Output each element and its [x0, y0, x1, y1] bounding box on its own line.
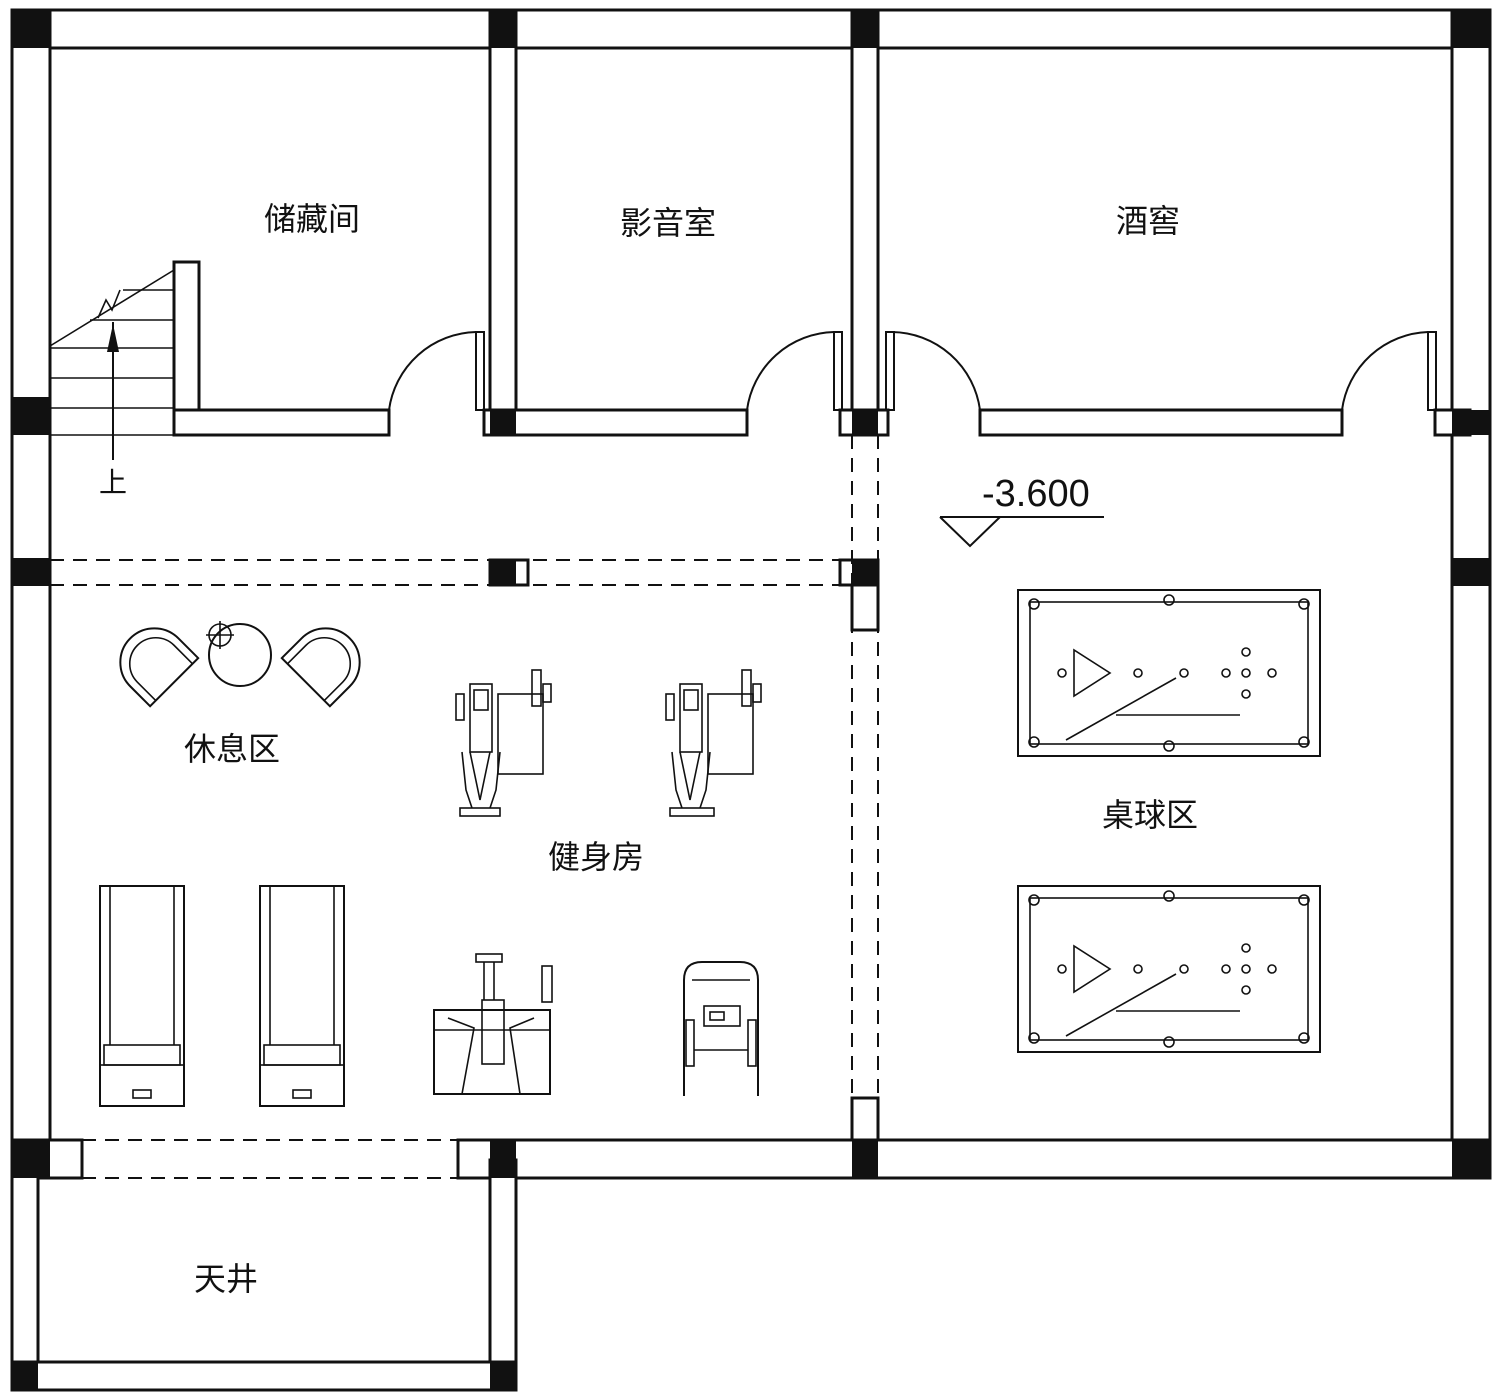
room-label-gym: 健身房 — [548, 838, 644, 876]
lounge-furniture — [119, 621, 361, 708]
beam-lines — [50, 435, 879, 1179]
structural-columns — [12, 10, 1490, 1390]
weight-machine-icon — [665, 669, 762, 817]
storage-door — [388, 331, 485, 411]
armchair-left-icon — [119, 627, 200, 708]
room-label-billiards: 桌球区 — [1102, 796, 1198, 834]
gym-equipment — [99, 669, 762, 1107]
stair-up-arrow-icon — [107, 324, 119, 352]
elevation-value: -3.600 — [982, 473, 1090, 515]
room-label-light-well: 天井 — [194, 1260, 258, 1298]
room-labels: 储藏间 影音室 酒窖 休息区 健身房 桌球区 天井 — [184, 200, 1198, 1298]
room-label-lounge: 休息区 — [184, 730, 280, 768]
armchair-right-icon — [280, 627, 361, 708]
weight-machine-icon — [455, 669, 552, 817]
room-label-storage: 储藏间 — [264, 200, 360, 238]
cellar-door-right — [1341, 331, 1437, 411]
room-label-wine-cellar: 酒窖 — [1116, 202, 1180, 240]
theater-door — [746, 331, 843, 411]
stair: 上 — [49, 269, 175, 499]
side-table-icon — [206, 621, 272, 687]
pool-table-icon — [1017, 589, 1321, 757]
exercise-bike-icon — [683, 961, 759, 1096]
billiard-tables — [1017, 589, 1321, 1053]
elevation-mark: -3.600 — [939, 473, 1104, 548]
treadmill-icon — [99, 885, 185, 1107]
room-label-theater: 影音室 — [620, 204, 716, 242]
treadmill-icon — [259, 885, 345, 1107]
cellar-door-left — [885, 331, 981, 411]
pool-table-icon — [1017, 885, 1321, 1053]
doors — [388, 331, 1437, 411]
stair-up-label: 上 — [99, 466, 127, 499]
multi-gym-icon — [433, 953, 553, 1095]
